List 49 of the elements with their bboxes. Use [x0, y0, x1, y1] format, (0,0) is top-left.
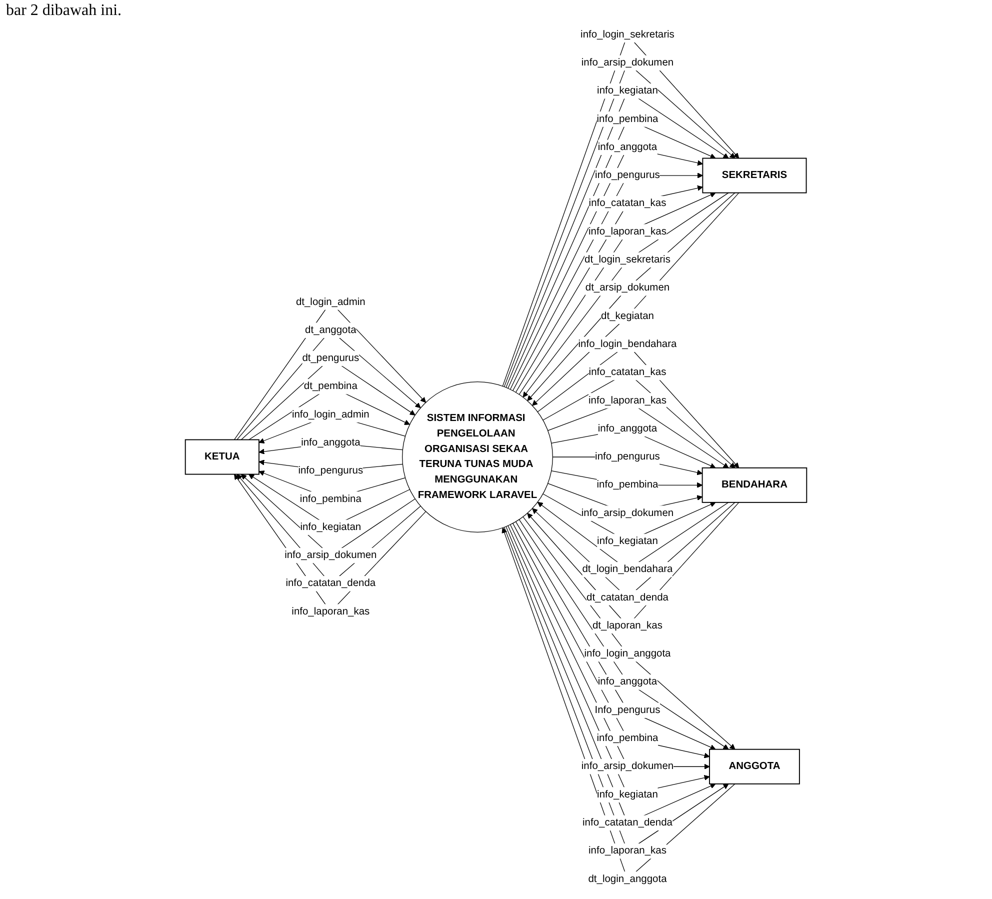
- edge-label: info_pengurus: [595, 451, 660, 462]
- node-box: BENDAHARA: [702, 467, 808, 503]
- edge-label: info_catatan_denda: [286, 578, 376, 589]
- edge-label: info_login_admin: [292, 409, 370, 420]
- edge-label: info_laporan_kas: [292, 606, 370, 617]
- edge-label: info_anggota: [301, 437, 360, 448]
- edge-label: dt_laporan_kas: [592, 620, 662, 631]
- edge-label: info_pengurus: [298, 465, 364, 476]
- edge-label: dt_login_bendahara: [582, 564, 673, 575]
- edge-label: info_kegiatan: [597, 536, 658, 547]
- edge-label: info_login_anggota: [584, 648, 671, 660]
- edge-label: info_login_bendahara: [578, 338, 677, 350]
- node-box: SEKRETARIS: [702, 158, 807, 194]
- node-circle: SISTEM INFORMASI PENGELOLAAN ORGANISASI SEKAA TERUNA TUNAS MUDA MENGGUNAKAN FRAMEWORK LARAVEL: [402, 382, 553, 532]
- edge-label: info_catatan_kas: [588, 198, 666, 209]
- node-box: KETUA: [184, 439, 260, 475]
- edge-label: Info_pengurus: [594, 704, 660, 716]
- edge-label: info_kegiatan: [300, 522, 362, 532]
- edge-label: info_laporan_kas: [588, 845, 666, 856]
- edge-label: info_pembina: [596, 732, 658, 744]
- edge-label: info_anggota: [598, 423, 658, 434]
- edge-label: info_pembina: [300, 493, 362, 504]
- edge-label: info_arsip_dokumen: [581, 508, 674, 518]
- edge-label: dt_anggota: [305, 324, 356, 336]
- edge-label: info_arsip_dokumen: [284, 550, 377, 561]
- edge-label: info_arsip_dokumen: [581, 760, 674, 772]
- edge-label: info_laporan_kas: [588, 226, 666, 237]
- edge-label: info_pembina: [596, 113, 658, 124]
- edge-label: info_laporan_kas: [588, 394, 666, 406]
- edge-label: info_pengurus: [595, 170, 660, 181]
- edge-label: info_arsip_dokumen: [581, 57, 674, 68]
- edge-label: dt_pembina: [304, 380, 358, 392]
- edge-label: dt_login_admin: [296, 296, 366, 308]
- note-text: bar 2 dibawah ini.: [6, 2, 123, 20]
- edge-label: info_kegiatan: [597, 789, 658, 800]
- edge-label: dt_login_sekretaris: [584, 254, 670, 266]
- edge-label: info_anggota: [598, 142, 658, 152]
- edge-label: info_anggota: [598, 676, 658, 688]
- edge-label: info_login_sekretaris: [580, 29, 674, 40]
- edge-label: info_pembina: [596, 479, 658, 490]
- edge-label: dt_pengurus: [302, 352, 360, 364]
- edge-label: info_catatan_denda: [582, 817, 672, 828]
- edge-label: dt_login_anggota: [588, 873, 667, 884]
- edge-label: dt_catatan_denda: [586, 592, 668, 603]
- edge-label: dt_kegiatan: [601, 310, 654, 322]
- node-box: ANGGOTA: [709, 748, 800, 784]
- edge-label: dt_arsip_dokumen: [585, 282, 670, 294]
- edge-label: info_catatan_kas: [588, 366, 666, 378]
- edge-label: info_kegiatan: [597, 85, 658, 96]
